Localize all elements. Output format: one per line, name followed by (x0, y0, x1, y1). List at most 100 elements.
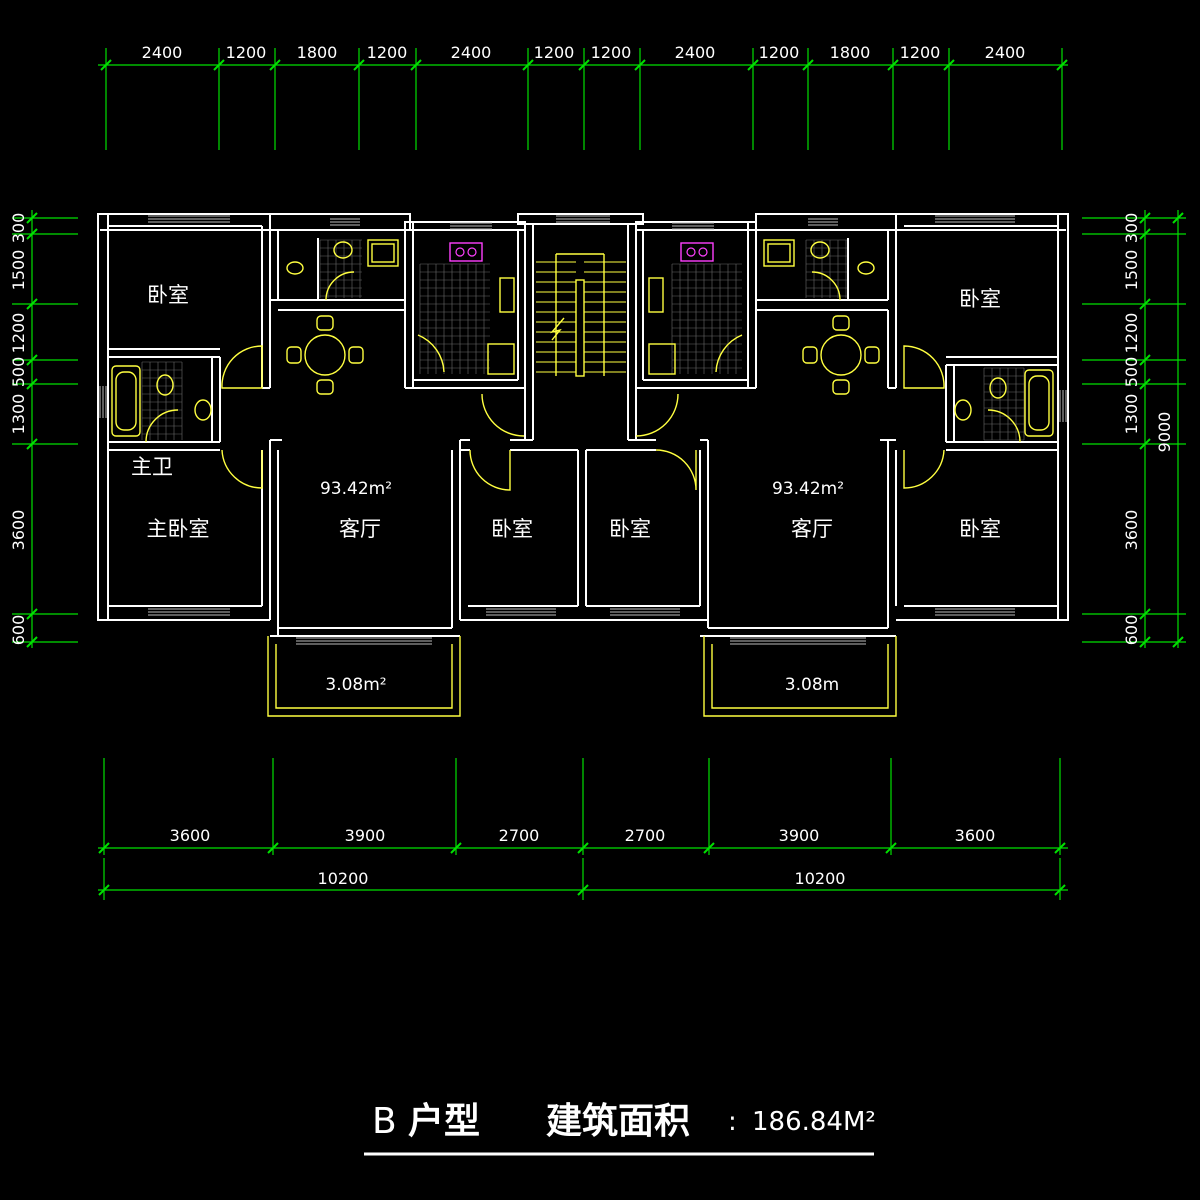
room-label-master-bath: 主卫 (131, 455, 173, 479)
right-total-tick (1172, 636, 1184, 648)
title-prefix: B (372, 1101, 397, 1142)
window (935, 215, 1015, 223)
bottom-dim-tick (450, 842, 462, 854)
walls (97, 213, 1069, 717)
left-dim-label: 600 (9, 615, 28, 646)
left-dim-tick (26, 354, 38, 366)
tile-grids (141, 239, 1025, 441)
bottom-total-tick (1054, 884, 1066, 896)
left-dim-tick (26, 608, 38, 620)
right-dim-label: 600 (1122, 615, 1141, 646)
top-dim-label: 1200 (367, 43, 408, 62)
top-dim-tick (100, 59, 112, 71)
top-dim-tick (1056, 59, 1068, 71)
window (450, 222, 492, 230)
room-label-bedroom: 卧室 (491, 517, 533, 541)
top-dim-tick (887, 59, 899, 71)
top-dim-label: 2400 (142, 43, 183, 62)
bottom-dim-label: 3600 (170, 826, 211, 845)
top-dim-tick (802, 59, 814, 71)
bottom-dim-tick (703, 842, 715, 854)
top-dim-tick (269, 59, 281, 71)
kitchen-appliances (449, 242, 714, 262)
right-dim-label: 1300 (1122, 394, 1141, 435)
right-dim-tick (1139, 228, 1151, 240)
top-dim-label: 2400 (675, 43, 716, 62)
bottom-dim-tick (98, 842, 110, 854)
right-dim-tick (1139, 608, 1151, 620)
dining-set-left (286, 315, 364, 395)
top-dim-label: 1200 (759, 43, 800, 62)
right-total-label: 9000 (1155, 412, 1174, 453)
window (672, 222, 714, 230)
left-dim-label: 500 (9, 357, 28, 388)
room-label-bedroom: 卧室 (959, 517, 1001, 541)
top-dimension-chain: 2400 1200 1800 1200 2400 1200 1200 2400 … (98, 43, 1068, 150)
bottom-total-tick (98, 884, 110, 896)
top-dim-label: 1200 (900, 43, 941, 62)
right-dim-tick (1139, 636, 1151, 648)
room-labels: 卧室 卧室 主卫 主卧室 客厅 客厅 卧室 卧室 卧室 (131, 283, 1001, 541)
top-dim-label: 1200 (226, 43, 267, 62)
left-dim-label: 1200 (9, 313, 28, 354)
area-label-balcony: 3.08m² (325, 675, 386, 695)
area-label-living: 93.42m² (320, 479, 392, 499)
dining-set-right (802, 315, 880, 395)
title-separator: : (728, 1107, 737, 1137)
area-label-living: 93.42m² (772, 479, 844, 499)
bottom-dim-tick (267, 842, 279, 854)
right-dim-label: 300 (1122, 213, 1141, 244)
room-label-bedroom: 卧室 (609, 517, 651, 541)
right-dim-tick (1139, 438, 1151, 450)
top-dim-label: 1200 (534, 43, 575, 62)
window (99, 386, 107, 418)
bottom-dimension-chain: 3600 3900 2700 2700 3900 3600 10200 1020… (98, 758, 1068, 900)
top-dim-tick (943, 59, 955, 71)
plan-title: B 户型 建筑面积 : 186.84M² (364, 1101, 876, 1156)
title-value: 186.84M² (752, 1107, 876, 1137)
room-label-bedroom: 卧室 (959, 287, 1001, 311)
window (486, 608, 556, 616)
right-dim-label: 1500 (1122, 250, 1141, 291)
right-dimension-chain: 300 1500 1200 500 1300 3600 600 9000 (1082, 210, 1186, 648)
left-dim-tick (26, 298, 38, 310)
room-label-living-room: 客厅 (339, 517, 381, 541)
tile-grid (805, 239, 848, 298)
right-total-tick (1172, 212, 1184, 224)
top-dim-tick (410, 59, 422, 71)
right-dim-label: 1200 (1122, 313, 1141, 354)
bottom-dim-label: 2700 (625, 826, 666, 845)
left-dimension-chain: 300 1500 1200 500 1300 3600 600 (9, 210, 78, 648)
right-dim-tick (1139, 212, 1151, 224)
top-dim-label: 2400 (451, 43, 492, 62)
right-dim-label: 500 (1122, 357, 1141, 388)
bottom-total-label: 10200 (795, 869, 846, 888)
window (556, 215, 610, 223)
top-dim-tick (522, 59, 534, 71)
window (330, 218, 360, 226)
room-label-living-room: 客厅 (791, 517, 833, 541)
bottom-total-label: 10200 (318, 869, 369, 888)
room-label-master-bedroom: 主卧室 (147, 517, 210, 541)
window (610, 608, 680, 616)
left-dim-tick (26, 212, 38, 224)
bottom-dim-tick (577, 842, 589, 854)
staircase (536, 253, 626, 377)
top-dim-label: 1800 (297, 43, 338, 62)
left-dim-tick (26, 636, 38, 648)
area-labels: 93.42m² 93.42m² 3.08m² 3.08m (320, 479, 844, 695)
left-dim-tick (26, 378, 38, 390)
top-dim-tick (578, 59, 590, 71)
left-dim-tick (26, 438, 38, 450)
bathroom-fixtures (111, 239, 1054, 437)
left-dim-label: 3600 (9, 510, 28, 551)
bottom-dim-tick (1054, 842, 1066, 854)
window (730, 637, 866, 645)
left-dim-tick (26, 228, 38, 240)
tile-grid (141, 361, 183, 440)
title-label: 建筑面积 (546, 1101, 690, 1142)
tile-grid (671, 263, 742, 374)
right-dim-tick (1139, 298, 1151, 310)
window (808, 218, 838, 226)
